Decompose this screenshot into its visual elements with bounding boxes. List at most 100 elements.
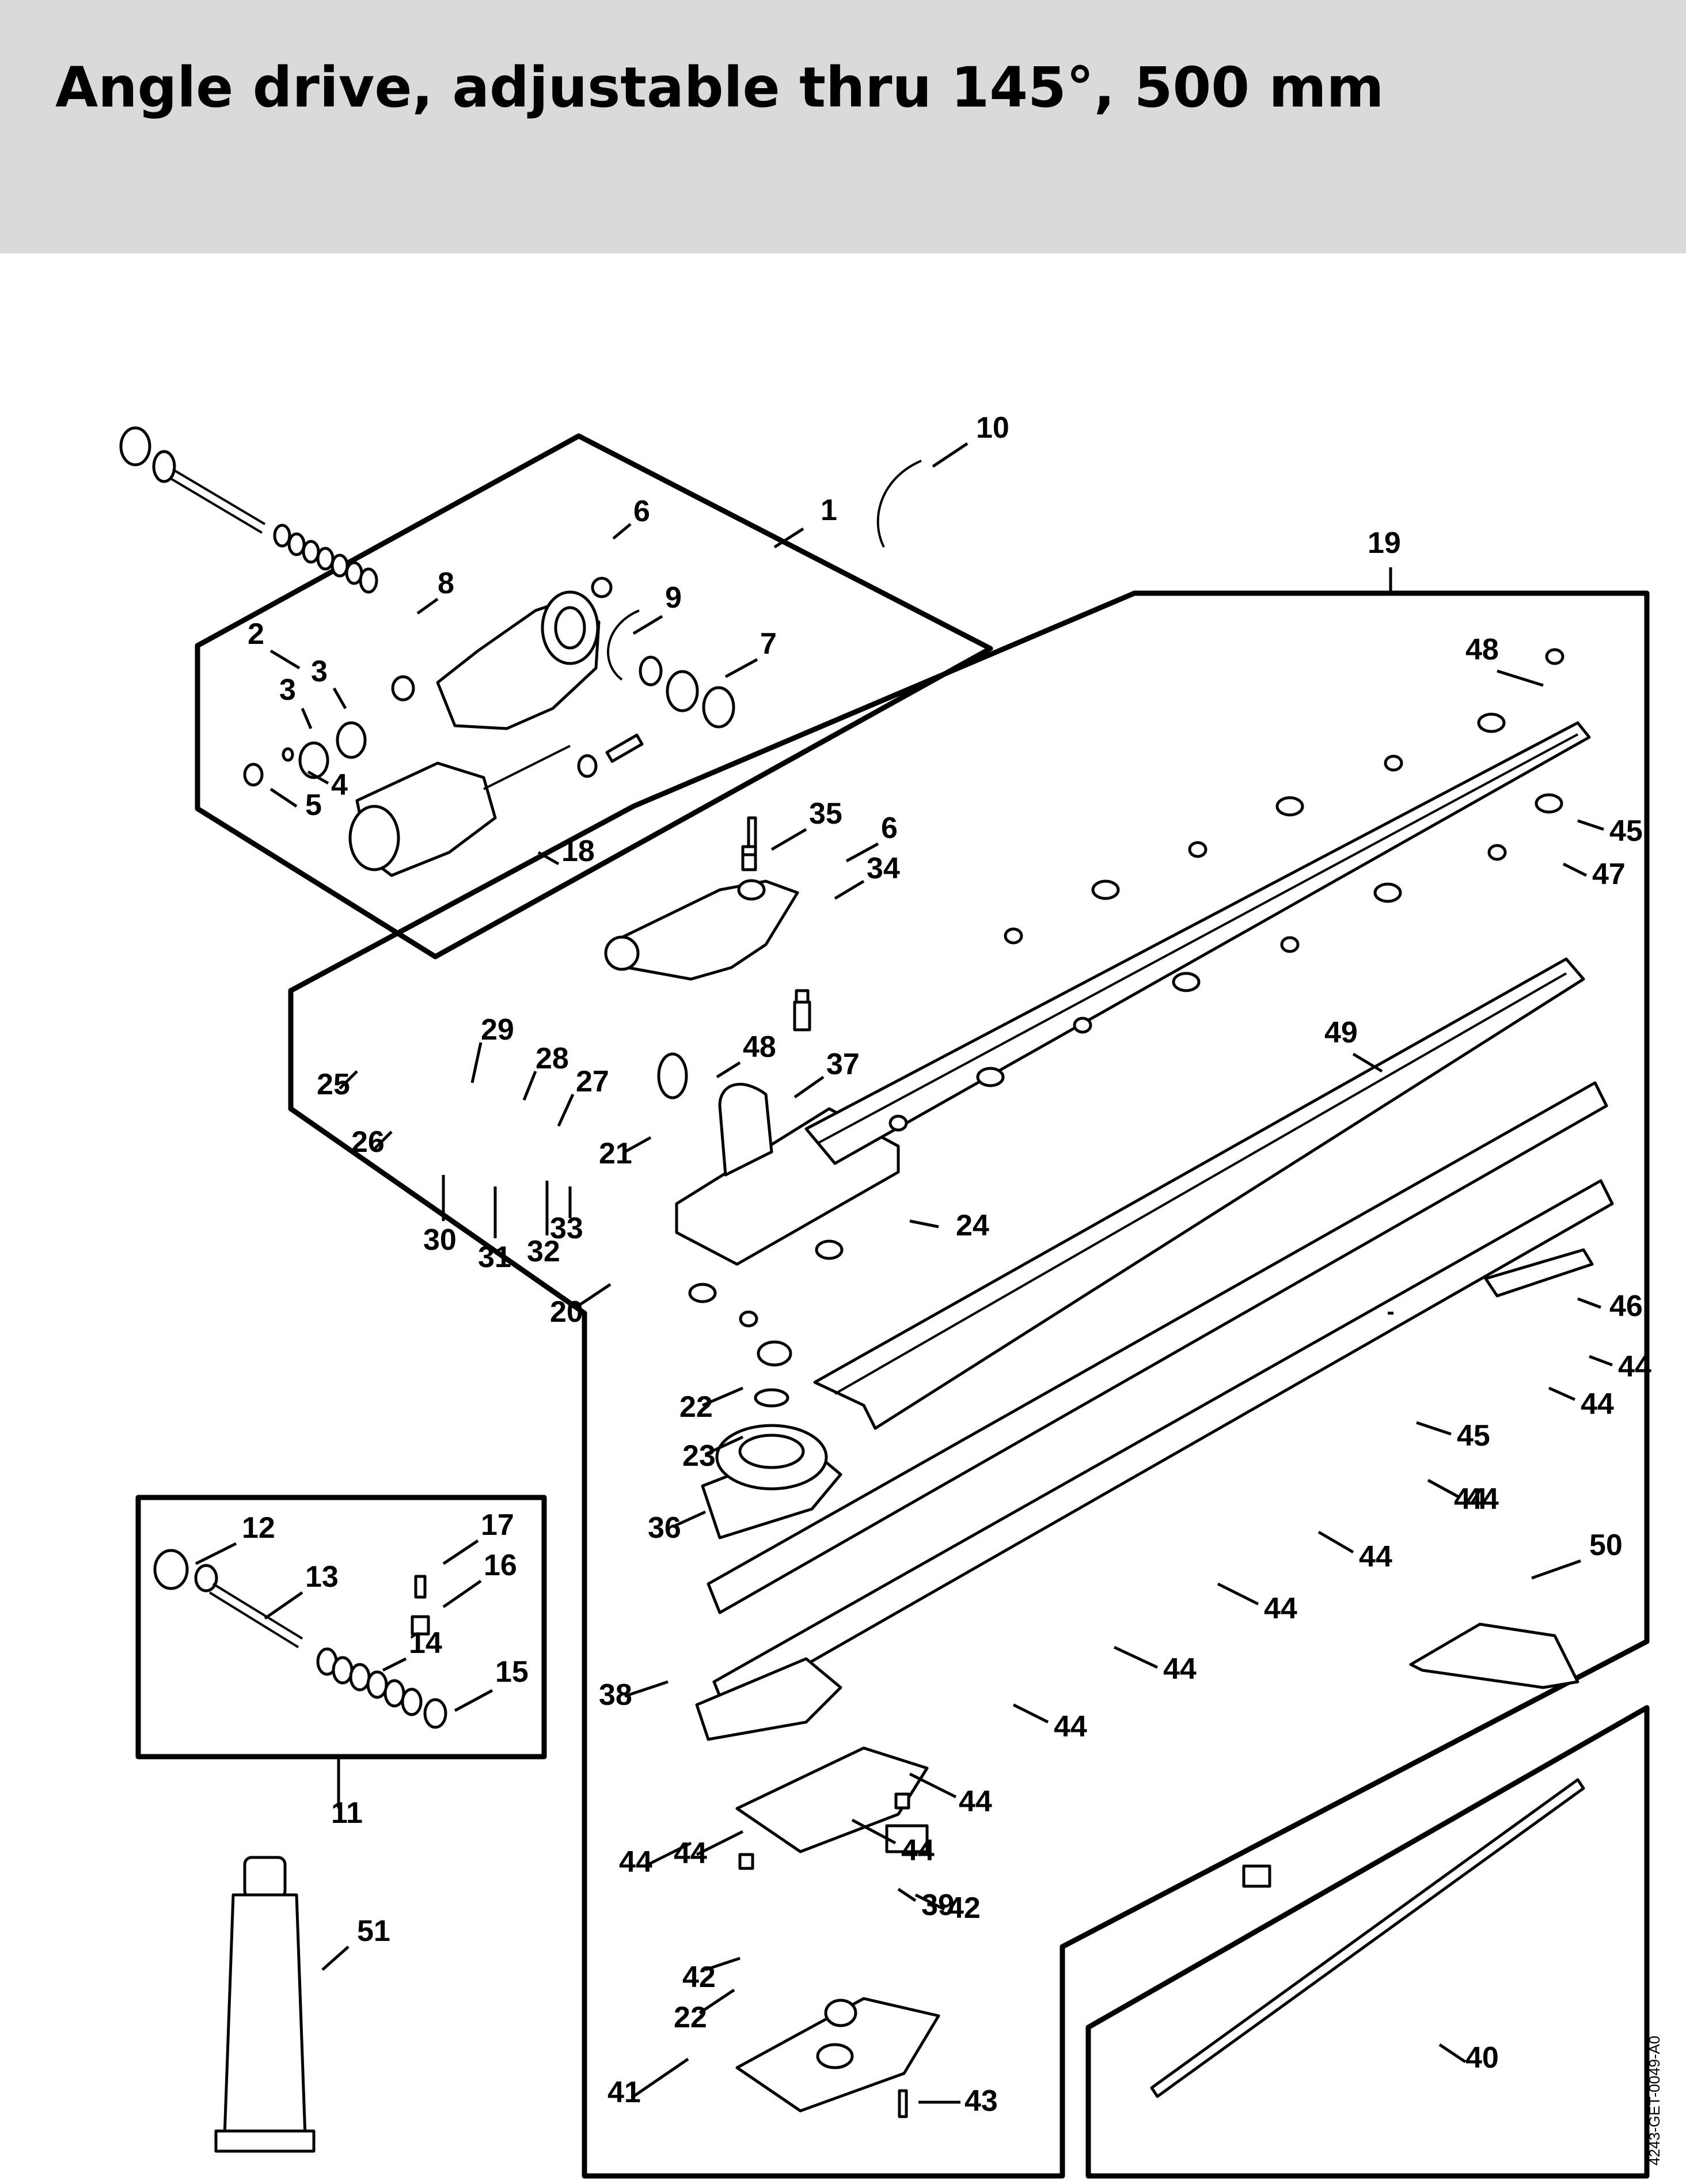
leader-line-12	[195, 1542, 237, 1565]
leader-line-50	[1531, 1559, 1581, 1580]
leader-line-3	[332, 687, 347, 710]
leader-line-6	[845, 842, 879, 863]
callout-label-37: 37	[826, 1048, 860, 1081]
leader-line-24	[909, 1219, 939, 1228]
handle-34	[604, 816, 811, 1032]
callout-label-44: 44	[1454, 1482, 1487, 1516]
leader-line-44	[1012, 1703, 1049, 1724]
washer-nut	[1373, 882, 1402, 903]
callout-label-9: 9	[665, 581, 682, 615]
drive-shaft-loose	[119, 426, 378, 594]
callout-label-17: 17	[481, 1508, 514, 1542]
leader-line-48	[716, 1061, 741, 1079]
leader-line-36	[673, 1510, 707, 1528]
callout-label-11: 11	[331, 1796, 363, 1830]
callout-label-42: 42	[947, 1891, 981, 1925]
leader-line-10	[932, 442, 969, 468]
callout-label-44: 44	[1581, 1387, 1614, 1421]
leader-line-44	[1548, 1386, 1576, 1401]
washer-nut	[1487, 844, 1507, 861]
leader-line-9	[632, 615, 663, 635]
callout-label-44: 44	[1359, 1540, 1392, 1573]
group-frame-19	[288, 590, 1650, 2179]
callout-label-41: 41	[607, 2076, 641, 2109]
leader-line-22	[698, 1988, 735, 2015]
callout-label-12: 12	[242, 1511, 275, 1545]
callout-label-3: 3	[311, 655, 328, 688]
callout-label-42: 42	[682, 1961, 716, 1994]
retaining-ring-9	[607, 609, 640, 681]
leader-line-42	[914, 1893, 945, 1911]
page-title: Angle drive, adjustable thru 145°, 500 m…	[55, 55, 1384, 120]
leader-line-41	[632, 2057, 689, 2098]
leader-line-5	[269, 787, 298, 808]
leader-line-15	[454, 1689, 493, 1712]
leader-line-44	[1589, 1355, 1613, 1367]
callout-label-32: 32	[527, 1235, 560, 1268]
leader-line-38	[624, 1680, 669, 1698]
washer-nut	[1188, 841, 1207, 858]
callout-label-18: 18	[561, 835, 595, 868]
leader-line-44	[1317, 1530, 1354, 1554]
cover-41	[735, 1792, 940, 2118]
callout-label-26: 26	[351, 1125, 385, 1159]
washer-nut	[1091, 879, 1120, 900]
leader-line-44	[851, 1818, 897, 1845]
leader-line-39	[897, 1887, 917, 1902]
drive-shaft-kit-parts	[153, 1549, 447, 1729]
callout-label-4: 4	[331, 768, 348, 802]
callout-label-44: 44	[674, 1837, 707, 1870]
callout-label-5: 5	[305, 788, 322, 822]
callout-label-24: 24	[956, 1209, 989, 1242]
leader-line-22	[702, 1386, 743, 1407]
adjusting-grip-18	[348, 733, 644, 877]
callout-label-44: 44	[959, 1785, 992, 1818]
callout-label-44: 44	[1163, 1652, 1197, 1686]
callout-label-44: 44	[1618, 1350, 1651, 1383]
leader-line-23	[704, 1435, 744, 1456]
callout-label-44: 44	[901, 1834, 935, 1867]
washer-nut	[815, 1239, 844, 1260]
callout-label-44: 44	[1054, 1710, 1087, 1743]
leader-line-51	[321, 1946, 350, 1971]
leader-line-27	[557, 1093, 575, 1127]
callout-label-20: 20	[550, 1295, 583, 1329]
leader-line-7	[724, 658, 758, 678]
callout-label-10: 10	[976, 411, 1009, 445]
washer-nut	[1073, 1017, 1092, 1034]
callout-label-44: 44	[1465, 1482, 1499, 1516]
callout-label-27: 27	[576, 1065, 609, 1098]
washer-nut	[1535, 793, 1563, 814]
leader-line-20	[575, 1283, 612, 1309]
leader-line-47	[1562, 862, 1588, 877]
leader-line-44	[1427, 1478, 1461, 1499]
callout-label-48: 48	[743, 1030, 776, 1064]
callout-label-2: 2	[248, 617, 264, 651]
leader-line-44	[696, 1830, 744, 1856]
callout-label-47: 47	[1592, 858, 1626, 891]
blade-guard-clip	[1242, 1864, 1271, 1888]
angle-drive-housing	[436, 577, 613, 730]
callout-label-40: 40	[1465, 2041, 1499, 2075]
washer-nut	[1384, 754, 1403, 772]
leader-line-49	[1352, 1052, 1383, 1073]
callout-label-13: 13	[305, 1560, 339, 1594]
leader-line-46	[1577, 1297, 1601, 1309]
callout-label-49: 49	[1324, 1016, 1358, 1049]
grease-tube-51	[214, 1856, 316, 2153]
washer-nut	[976, 1067, 1005, 1087]
callout-label-15: 15	[495, 1655, 529, 1689]
callout-label-8: 8	[438, 567, 454, 600]
leader-line-18	[537, 851, 560, 866]
gear-wheel-36	[715, 1340, 828, 1491]
washer-nut	[1280, 936, 1300, 953]
leader-line-44	[1217, 1582, 1259, 1606]
washer-nut	[1172, 972, 1201, 992]
plate-46	[1484, 1248, 1594, 1298]
callout-label-1: 1	[821, 494, 837, 527]
callout-label-45: 45	[1609, 814, 1643, 848]
callout-label-33: 33	[550, 1212, 583, 1245]
callout-label-29: 29	[481, 1013, 514, 1046]
leader-line-21	[624, 1136, 652, 1154]
